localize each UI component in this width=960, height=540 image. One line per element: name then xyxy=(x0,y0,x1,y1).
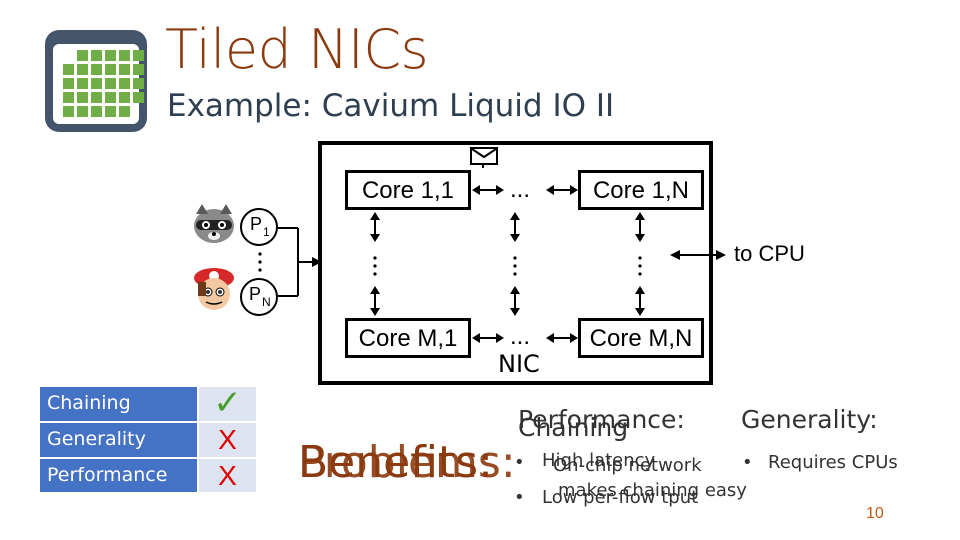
table-row-label: Performance xyxy=(40,459,197,492)
table-row-mark: X xyxy=(199,423,256,457)
process-pn-letter: P xyxy=(249,284,262,304)
slide-title: Tiled NICs xyxy=(165,18,429,81)
bottom-ellipsis: ... xyxy=(510,323,531,350)
requires-cpus-item: Requires CPUs xyxy=(768,452,898,473)
problems-heading: Problems: xyxy=(298,437,516,488)
table-row-label: Chaining xyxy=(40,387,197,421)
chaining-title: Chaining xyxy=(518,413,629,442)
chaining-easy-item: makes chaining easy xyxy=(558,480,747,501)
performance-title: Performance: xyxy=(518,405,685,434)
top-ellipsis: ... xyxy=(510,176,531,203)
process-pn-circle: P N xyxy=(240,278,278,316)
process-p1-circle: P 1 xyxy=(240,208,278,246)
cross-icon: X xyxy=(218,424,237,455)
check-icon: ✓ xyxy=(213,384,242,422)
bullet-icon: • xyxy=(514,452,525,473)
process-p1-letter: P xyxy=(250,214,263,234)
on-chip-network-item: On-chip network xyxy=(553,455,702,476)
mario-avatar-icon xyxy=(194,268,234,310)
table-row-mark: X xyxy=(199,459,256,492)
low-tput-item: Low per-flow tput xyxy=(542,487,699,508)
envelope-icon xyxy=(470,147,498,165)
process-p1-sub: 1 xyxy=(263,225,270,239)
process-pn-sub: N xyxy=(262,295,271,309)
core-m-n: Core M,N xyxy=(578,318,704,358)
bullet-icon: • xyxy=(742,452,753,473)
to-cpu-arrow xyxy=(670,250,726,260)
core-1-n: Core 1,N xyxy=(578,170,704,210)
page-number: 10 xyxy=(866,505,884,522)
process-to-nic-lines xyxy=(278,227,322,297)
process-dots xyxy=(258,252,262,272)
core-1-1: Core 1,1 xyxy=(345,170,471,210)
top-horizontal-arrows xyxy=(472,185,578,195)
calendar-grid-icon xyxy=(45,30,147,132)
core-m-1: Core M,1 xyxy=(345,318,471,358)
generality-title: Generality: xyxy=(741,405,878,434)
cross-icon: X xyxy=(218,460,237,491)
table-row-mark: ✓ xyxy=(199,384,256,422)
bullet-icon: • xyxy=(514,487,525,508)
high-latency-item: High latency xyxy=(542,450,656,471)
bottom-horizontal-arrows xyxy=(472,333,578,343)
envelope-stem xyxy=(482,165,484,168)
raccoon-avatar-icon xyxy=(194,204,234,243)
benefits-heading: Benefits: xyxy=(298,437,493,488)
to-cpu-label: to CPU xyxy=(734,241,805,266)
slide-subtitle: Example: Cavium Liquid IO II xyxy=(167,88,615,124)
table-row-label: Generality xyxy=(40,423,197,457)
vertical-arrows xyxy=(370,212,645,316)
nic-label: NIC xyxy=(496,350,542,378)
